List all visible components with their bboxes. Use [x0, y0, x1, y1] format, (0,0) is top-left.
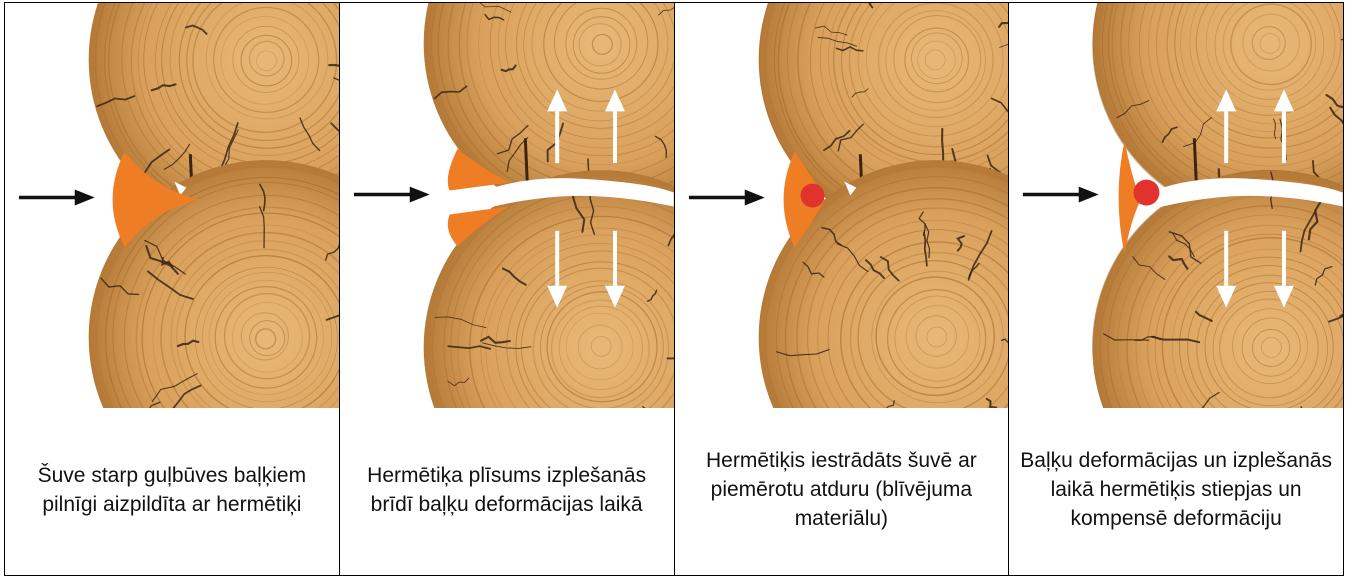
diagram-table: Šuve starp guļbūves baļķiem pilnīgi aizp… [4, 2, 1344, 576]
arrow-right-icon [688, 190, 764, 206]
panel-backer: Hermētiķis iestrādāts šuvē ar piemērotu … [675, 3, 1010, 575]
panel-illustration [675, 3, 1009, 408]
arrow-right-icon [1023, 187, 1099, 203]
arrow-right-icon [354, 187, 430, 203]
panel-caption: Baļķu deformācijas un izplešanās laikā h… [1017, 408, 1335, 571]
panel-cracked: Hermētiķa plīsums izplešanās brīdī baļķu… [340, 3, 675, 575]
panel-caption: Hermētiķa plīsums izplešanās brīdī baļķu… [348, 408, 666, 571]
panel-caption: Hermētiķis iestrādāts šuvē ar piemērotu … [683, 408, 1001, 571]
arrow-right-icon [19, 190, 95, 206]
panel-illustration [5, 3, 339, 408]
panel-illustration [340, 3, 674, 408]
panel-filled: Šuve starp guļbūves baļķiem pilnīgi aizp… [5, 3, 340, 575]
panel-caption: Šuve starp guļbūves baļķiem pilnīgi aizp… [13, 408, 331, 571]
panel-stretch: Baļķu deformācijas un izplešanās laikā h… [1009, 3, 1343, 575]
panel-illustration [1009, 3, 1343, 408]
